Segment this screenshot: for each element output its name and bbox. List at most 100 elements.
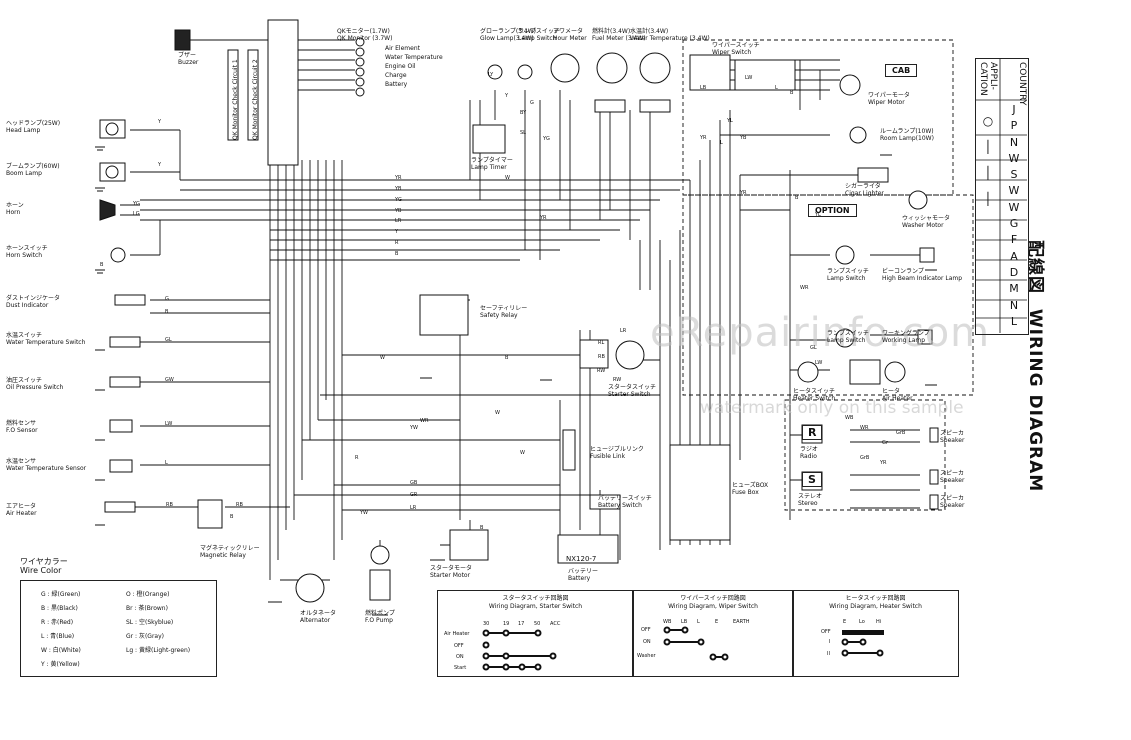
wire-code-label: YG [133, 201, 140, 207]
wire-code-label: Y [505, 93, 509, 99]
wire-code-label: LY [488, 72, 494, 78]
country-code: J [1012, 103, 1016, 116]
wire-code-label: LR [410, 505, 417, 511]
country-code: L [1010, 314, 1018, 328]
starter-col: 50 [534, 621, 541, 627]
country-code: W [1008, 151, 1020, 165]
starter-row: Start [454, 665, 467, 671]
wire-code-label: Y [158, 162, 162, 168]
boom-lamp-label: ブームランプ(60W)Boom Lamp [6, 163, 60, 177]
head-lamp-label: ヘッドランプ(25W)Head Lamp [6, 120, 61, 134]
wire-code-label: GB [410, 480, 418, 486]
country-code: A [1010, 249, 1018, 263]
wire-code-label: YL [727, 118, 733, 124]
heater-row: II [827, 651, 830, 657]
wire-color-item: R : 赤(Red) [41, 619, 74, 626]
monitor-check-1-label: QK Monitor Check Circuit 1 [232, 59, 239, 140]
country-code: G [1009, 217, 1019, 231]
wire-code-label: W [495, 410, 500, 416]
heater-col: Lo [859, 619, 865, 625]
wire-color-legend: G : 緑(Green) B : 黒(Black) R : 赤(Red) L :… [20, 580, 217, 677]
radio-box-label: R [802, 425, 823, 440]
wire-code-label: G [530, 100, 534, 106]
wire-color-item: Y : 黄(Yellow) [41, 661, 80, 668]
wire-code-label: L [720, 140, 723, 146]
wire-color-item: B : 黒(Black) [41, 605, 78, 612]
wire-code-label: YR [700, 135, 707, 141]
heater-col: E [843, 619, 847, 625]
wire-code-label: B [395, 251, 399, 257]
wiper-col: WB [663, 619, 672, 625]
wiper-row: Washer [637, 653, 656, 659]
wire-code-label: LW [745, 75, 753, 81]
wire-code-label: RB [166, 502, 173, 508]
fuel-meter-label: 燃料計(3.4W)Fuel Meter (3.4W) [592, 28, 646, 42]
wire-color-item: Br : 茶(Brown) [126, 605, 168, 612]
wire-code-label: Y [158, 119, 162, 125]
wire-code-label: LB [700, 85, 707, 91]
wire-code-label: YL [815, 212, 821, 218]
wire-code-label: GL [810, 345, 817, 351]
wire-code-label: W [505, 175, 510, 181]
wire-code-label: YR [880, 460, 887, 466]
heater-row: I [829, 639, 831, 645]
country-header-appl: APPLI- CATION [978, 62, 998, 96]
wire-code-label: LR [395, 218, 402, 224]
country-code: N [1009, 298, 1019, 312]
starter-col: 19 [503, 621, 510, 627]
wire-code-label: YR [540, 215, 547, 221]
wire-code-label: WR [420, 418, 429, 424]
wire-code-label: R [395, 240, 399, 246]
wire-code-label: W [520, 450, 525, 456]
cab-label: CAB [885, 64, 918, 77]
wire-code-label: Y [395, 229, 399, 235]
wire-code-label: WR [860, 425, 869, 431]
wire-code-label: B [100, 262, 104, 268]
starter-row: ON [456, 654, 464, 660]
water-temp-meter-label: 水温計(3.4W)Water Temperature (3.4W) [630, 28, 710, 42]
wire-code-label: L [775, 85, 778, 91]
starter-switch-chart [482, 629, 557, 671]
country-header-0: COUNTRY [1017, 62, 1027, 106]
wire-code-label: L [165, 460, 168, 466]
monitor-check-2-label: QK Monitor Check Circuit 2 [252, 59, 259, 140]
wire-code-label: LG [133, 211, 140, 217]
option-label: OPTION [808, 204, 857, 217]
country-code: P [1010, 119, 1018, 133]
wire-color-item: Gr : 灰(Gray) [126, 633, 164, 640]
wiper-row: OFF [641, 627, 651, 633]
wire-code-label: YB [395, 208, 402, 214]
wire-code-label: YR [740, 190, 747, 196]
wire-color-item: Lg : 黄緑(Light-green) [126, 647, 191, 654]
wire-code-label: SL [520, 130, 526, 136]
room-lamp-label: ルームランプ(10W)Room Lamp(10W) [880, 128, 934, 142]
wire-code-label: G [165, 296, 169, 302]
country-codes: J P N W S W W G F A D M N L [1003, 102, 1025, 330]
wire-code-label: YB [740, 135, 747, 141]
wiper-col: E [715, 619, 719, 625]
